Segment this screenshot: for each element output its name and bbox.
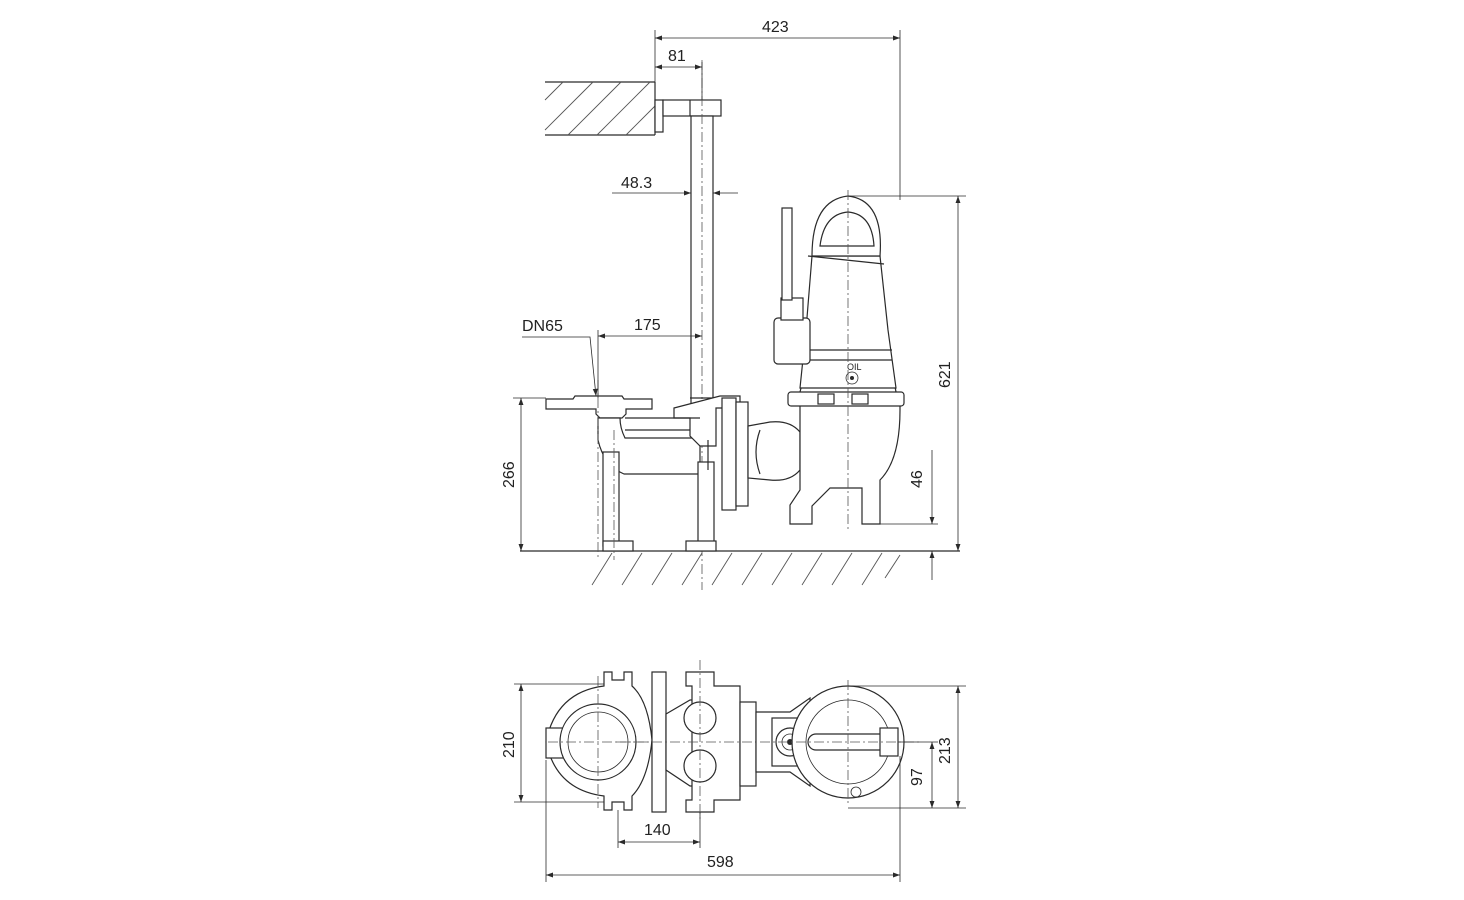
side-view: OIL 423 81 48.3 175: [501, 19, 966, 590]
dimension-overall-width: 423: [654, 19, 901, 200]
dimension-pipe-diameter-label: 48.3: [621, 175, 652, 192]
dimension-foot-clearance-label: 46: [909, 470, 926, 488]
dimension-total-height-label: 621: [937, 361, 954, 388]
dimension-outlet-to-rail-label: 175: [634, 317, 661, 334]
dimension-overall-length: 598: [545, 756, 901, 882]
dimension-outlet-height: 266: [501, 397, 546, 551]
pump-head-top: [760, 680, 920, 806]
base-bend: [545, 380, 741, 560]
outlet-size-leader: DN65: [522, 318, 598, 397]
dimension-pump-center-offset-label: 97: [909, 768, 926, 786]
dimension-pump-width: 213: [848, 685, 966, 809]
dimension-foot-spacing: 140: [617, 810, 701, 848]
dimension-overall-width-label: 423: [762, 19, 789, 36]
dimension-outlet-height-label: 266: [501, 461, 518, 488]
outlet-size-label: DN65: [522, 318, 563, 335]
top-view: 210 213 97 140 598: [501, 660, 966, 882]
base-flange-top: [545, 671, 653, 811]
dimension-foot-clearance: 46: [880, 450, 938, 580]
dimension-pipe-diameter: 48.3: [612, 175, 738, 196]
wall-hatching: [544, 81, 656, 136]
dimension-overall-length-label: 598: [707, 854, 734, 871]
bracket-top: [616, 660, 760, 822]
dimension-rail-offset: 81: [655, 48, 703, 100]
dimension-total-height: 621: [848, 195, 966, 551]
dimension-foot-spacing-label: 140: [644, 822, 671, 839]
oil-label: OIL: [847, 362, 862, 372]
dimension-pump-center-offset: 97: [898, 741, 938, 808]
floor-hatching: [520, 550, 960, 586]
dimension-base-width-label: 210: [501, 731, 518, 758]
motor: OIL: [773, 190, 897, 530]
dimension-pump-width-label: 213: [937, 737, 954, 764]
dimension-rail-offset-label: 81: [668, 48, 686, 65]
dimension-base-width: 210: [501, 683, 604, 803]
pump-body-side: [721, 359, 905, 525]
dimension-outlet-to-rail: 175: [597, 317, 702, 398]
